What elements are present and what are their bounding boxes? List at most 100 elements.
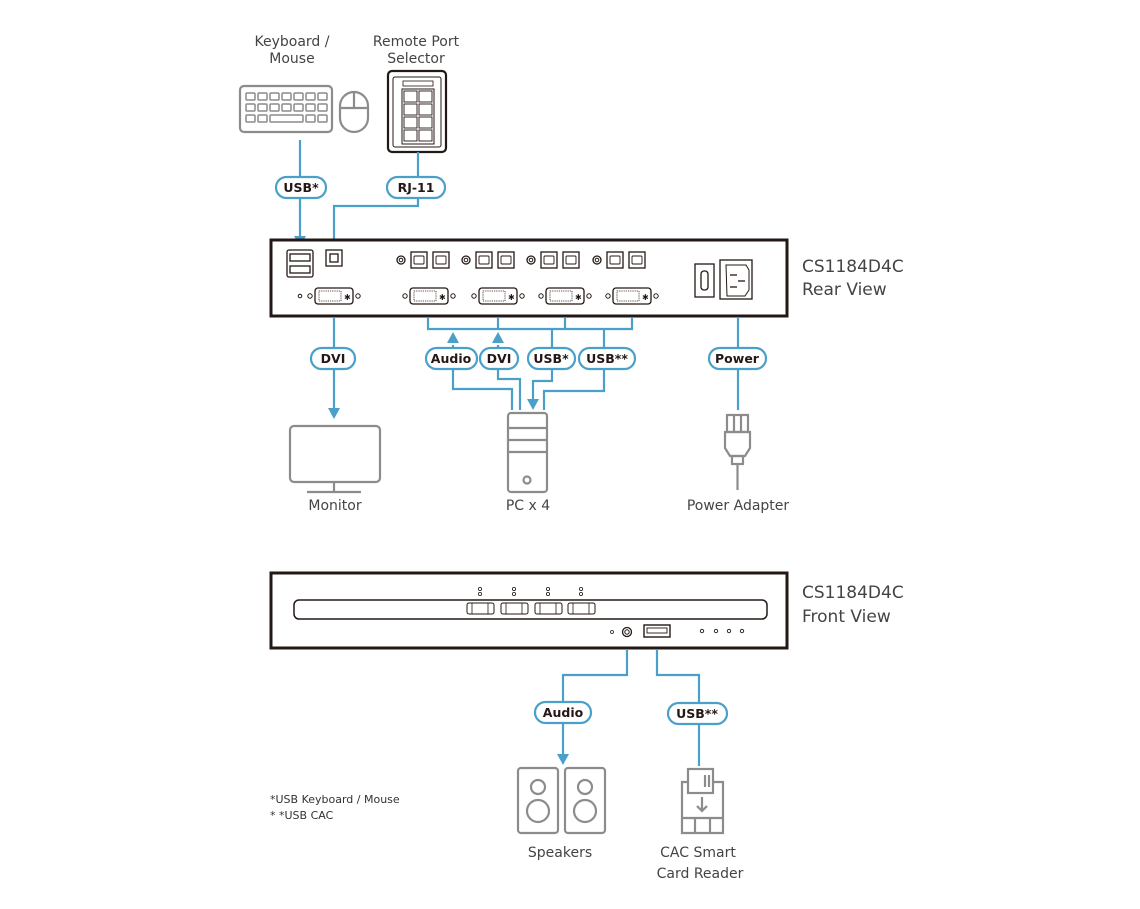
port-select-button (500, 602, 529, 615)
cable-label-power-text: Power (715, 351, 760, 366)
selector-button (418, 116, 433, 129)
svg-text:✱: ✱ (344, 293, 351, 302)
cable-label-pc-audio: Audio (424, 346, 479, 371)
svg-text:✱: ✱ (575, 293, 582, 302)
speakers-label: Speakers (528, 845, 592, 861)
front-panel (269, 571, 789, 650)
footnote-usb-keyboard-mouse: *USB Keyboard / Mouse (270, 793, 400, 806)
front-led (579, 587, 584, 592)
dvi-port (314, 287, 354, 305)
rear-panel-model: CS1184D4C (802, 257, 904, 277)
monitor-label: Monitor (308, 498, 361, 514)
keyboard-spacebar (269, 114, 304, 123)
cable-label-front-usb-cac-text: USB** (676, 706, 718, 721)
port-select-button (466, 602, 495, 615)
rear-usb-b-port (475, 251, 493, 269)
cable-label-pc-usb-cac-text: USB** (586, 351, 628, 366)
power-plug-icon (723, 413, 752, 490)
remote-port-selector-label-line2: Selector (387, 51, 445, 67)
selector-button (418, 129, 433, 142)
front-panel-title: CS1184D4C Front View (802, 583, 904, 627)
rear-usb-b-port (562, 251, 580, 269)
front-led (512, 592, 517, 597)
rear-audio-port (396, 255, 406, 265)
keyboard-key (305, 114, 316, 123)
front-status-led (713, 628, 719, 634)
keyboard-key (317, 92, 328, 101)
keyboard-key (305, 92, 316, 101)
front-audio-arrow (557, 754, 569, 765)
front-status-led (739, 628, 745, 634)
cable-label-power: Power (707, 346, 768, 371)
pc-label: PC x 4 (506, 498, 550, 514)
cable-label-kbm-usb: USB* (274, 175, 328, 200)
rear-usb-b-port (628, 251, 646, 269)
svg-text:✱: ✱ (508, 293, 515, 302)
cable-label-rj11: RJ-11 (385, 175, 447, 200)
rear-audio-port (526, 255, 536, 265)
rear-usb-b-port (432, 251, 450, 269)
pc-tower-icon (506, 411, 549, 494)
cable-label-monitor-dvi: DVI (309, 346, 357, 371)
keyboard-key (293, 92, 304, 101)
keyboard-key (257, 114, 268, 123)
selector-button (418, 103, 433, 116)
keyboard-key (257, 92, 268, 101)
remote-port-selector-label-line1: Remote Port (373, 34, 460, 50)
cac-reader-label-line1: CAC Smart (660, 845, 736, 861)
keyboard-key (245, 114, 256, 123)
monitor-device: Monitor (288, 424, 382, 514)
rear-usb-b-port (540, 251, 558, 269)
front-led (546, 587, 551, 592)
pc-bus-cable (426, 317, 634, 331)
cable-label-monitor-dvi-text: DVI (321, 351, 346, 366)
cable-label-pc-usb-cac: USB** (577, 346, 637, 371)
dvi-port (612, 287, 652, 305)
keyboard-mouse-device: Keyboard / Mouse (238, 34, 370, 134)
selector-button (403, 129, 418, 142)
rear-usb-b-port (410, 251, 428, 269)
keyboard-key (293, 103, 304, 112)
port-select-button (567, 602, 596, 615)
rear-panel-view: Rear View (802, 280, 887, 300)
front-panel-model: CS1184D4C (802, 583, 904, 603)
cable-label-front-audio-text: Audio (543, 705, 584, 720)
power-adapter-device: Power Adapter (687, 413, 790, 514)
dvi-port (409, 287, 449, 305)
power-adapter-label: Power Adapter (687, 498, 790, 514)
front-usb-port (643, 624, 671, 638)
monitor-dvi-arrow (328, 408, 340, 419)
remote-port-selector-icon (386, 69, 448, 154)
dvi-port (478, 287, 518, 305)
keyboard-key (317, 103, 328, 112)
footnote-usb-cac: * *USB CAC (270, 809, 334, 822)
front-led (579, 592, 584, 597)
front-led (477, 592, 482, 597)
pc-device: PC x 4 (506, 411, 550, 514)
keyboard-key (245, 103, 256, 112)
keyboard-key (269, 103, 280, 112)
keyboard-key (281, 103, 292, 112)
speakers-device: Speakers (516, 766, 607, 861)
front-led (546, 592, 551, 597)
remote-port-selector-device: Remote Port Selector (373, 34, 460, 154)
speakers-icon (516, 766, 607, 835)
cable-label-pc-usb: USB* (526, 346, 577, 371)
cable-label-pc-dvi-text: DVI (487, 351, 512, 366)
cable-label-front-usb-cac: USB** (666, 701, 729, 726)
keyboard-key (317, 114, 328, 123)
front-status-led (699, 628, 705, 634)
cable-label-pc-usb-text: USB* (533, 351, 569, 366)
keyboard-key (245, 92, 256, 101)
keyboard-key (305, 103, 316, 112)
front-led (512, 587, 517, 592)
rear-audio-port (461, 255, 471, 265)
keyboard-key (281, 92, 292, 101)
front-audio-port (621, 626, 633, 638)
front-status-led (726, 628, 732, 634)
cac-reader-label-line2: Card Reader (657, 866, 744, 882)
keyboard-mouse-label-line2: Mouse (269, 51, 314, 67)
front-panel-view: Front View (802, 607, 891, 627)
rear-panel-ports: ✱✱✱✱✱ (286, 249, 753, 305)
